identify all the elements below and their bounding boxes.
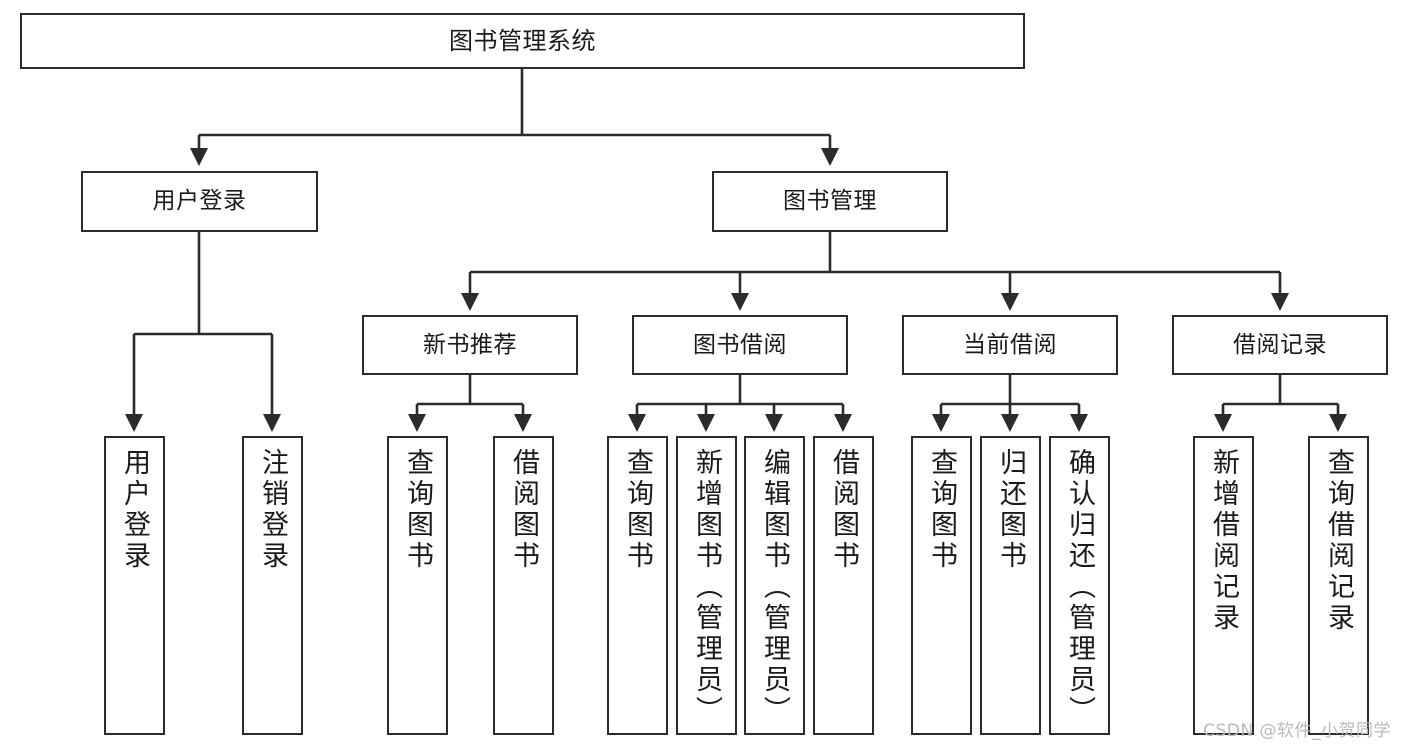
leaf-logout[interactable]: 注销登录 <box>242 436 303 735</box>
leaf-bb-query-book[interactable]: 查询图书 <box>607 436 668 735</box>
node-borrow-record[interactable]: 借阅记录 <box>1172 315 1388 375</box>
node-label: 注销登录 <box>257 448 288 572</box>
leaf-bb-borrow-book[interactable]: 借阅图书 <box>813 436 874 735</box>
node-label: 归还图书 <box>995 448 1026 572</box>
leaf-nb-query-book[interactable]: 查询图书 <box>387 436 448 735</box>
node-book-borrow[interactable]: 图书借阅 <box>632 315 848 375</box>
node-label: 新增图书（管理员） <box>691 448 722 727</box>
leaf-br-add-record[interactable]: 新增借阅记录 <box>1193 436 1254 735</box>
node-label: 编辑图书（管理员） <box>759 448 790 727</box>
node-label: 查询图书 <box>926 448 957 572</box>
node-root-system[interactable]: 图书管理系统 <box>20 13 1025 69</box>
leaf-cb-return-book[interactable]: 归还图书 <box>980 436 1041 735</box>
node-label: 用户登录 <box>152 188 247 215</box>
node-label: 查询图书 <box>622 448 653 572</box>
node-label: 借阅图书 <box>828 448 859 572</box>
node-book-management[interactable]: 图书管理 <box>712 171 948 232</box>
watermark: CSDN @软件_小贺同学 <box>1203 721 1391 741</box>
node-label: 确认归还（管理员） <box>1064 448 1095 727</box>
node-label: 查询图书 <box>402 448 433 572</box>
leaf-nb-borrow-book[interactable]: 借阅图书 <box>493 436 554 735</box>
leaf-cb-query-book[interactable]: 查询图书 <box>911 436 972 735</box>
node-label: 借阅记录 <box>1233 331 1327 358</box>
node-label: 当前借阅 <box>963 331 1057 358</box>
node-label: 新书推荐 <box>423 331 517 358</box>
node-label: 新增借阅记录 <box>1208 448 1239 634</box>
leaf-user-login[interactable]: 用户登录 <box>104 436 165 735</box>
node-new-book-recommend[interactable]: 新书推荐 <box>362 315 578 375</box>
node-label: 图书借阅 <box>693 331 787 358</box>
leaf-cb-confirm-return-admin[interactable]: 确认归还（管理员） <box>1049 436 1110 735</box>
node-label: 用户登录 <box>119 448 150 572</box>
node-label: 查询借阅记录 <box>1323 448 1354 634</box>
leaf-bb-edit-book-admin[interactable]: 编辑图书（管理员） <box>744 436 805 735</box>
node-user-login[interactable]: 用户登录 <box>81 171 318 232</box>
node-label: 图书管理系统 <box>449 27 596 55</box>
node-label: 借阅图书 <box>508 448 539 572</box>
node-current-borrow[interactable]: 当前借阅 <box>902 315 1118 375</box>
node-label: 图书管理 <box>783 188 877 215</box>
leaf-br-query-record[interactable]: 查询借阅记录 <box>1308 436 1369 735</box>
leaf-bb-add-book-admin[interactable]: 新增图书（管理员） <box>676 436 737 735</box>
